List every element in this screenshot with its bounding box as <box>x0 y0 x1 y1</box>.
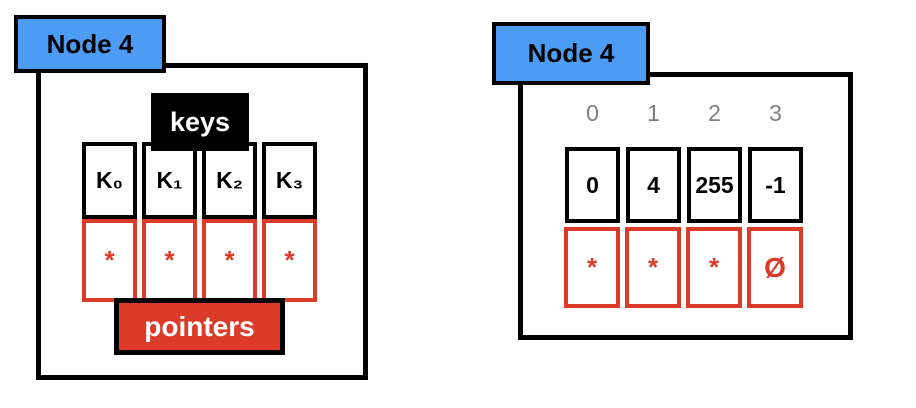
key-cell-value: K₀ <box>96 167 123 193</box>
pointer-asterisk: * <box>104 245 115 275</box>
key-cell-value: K₃ <box>275 167 304 193</box>
key-cell: 0 <box>565 147 620 223</box>
pointers-label-badge: pointers <box>114 298 285 355</box>
pointer-asterisk: * <box>708 252 720 282</box>
key-cell: K₁ <box>142 142 197 219</box>
key-cell: K₂ <box>202 142 257 219</box>
left-node-title: Node 4 <box>46 28 134 59</box>
pointer-cell: * <box>82 219 137 302</box>
index-label: 3 <box>769 99 782 126</box>
key-cell-value: 0 <box>586 171 599 198</box>
right-keys-row: 0 4 255 -1 <box>565 147 803 223</box>
pointer-asterisk: * <box>647 252 659 282</box>
null-pointer-symbol: Ø <box>764 251 786 283</box>
index-label: 0 <box>586 99 599 126</box>
key-cell-value: 4 <box>647 171 660 198</box>
pointer-cell: * <box>262 219 317 302</box>
key-cell: 255 <box>687 147 742 223</box>
key-cell: K₀ <box>82 142 137 219</box>
keys-label-badge: keys <box>151 93 249 151</box>
pointer-asterisk: * <box>224 245 235 275</box>
left-keys-row: K₀ K₁ K₂ K₃ <box>82 142 317 219</box>
pointer-asterisk: * <box>284 245 295 275</box>
left-node-title-badge: Node 4 <box>14 15 166 73</box>
pointer-asterisk: * <box>586 252 598 282</box>
keys-label: keys <box>169 106 231 137</box>
left-pointers-row: * * * * <box>82 219 317 302</box>
right-pointers-row: * * * Ø <box>564 227 803 308</box>
pointer-cell: * <box>686 227 742 308</box>
right-node-title-badge: Node 4 <box>492 22 650 85</box>
key-cell-value: -1 <box>765 171 786 198</box>
key-cell-value: K₁ <box>156 167 183 193</box>
pointer-cell: * <box>625 227 681 308</box>
pointers-label: pointers <box>144 310 255 342</box>
right-index-row: 0 1 2 3 <box>565 98 803 128</box>
index-label: 2 <box>708 99 721 126</box>
pointer-cell: * <box>142 219 197 302</box>
index-label: 1 <box>647 99 660 126</box>
key-cell: K₃ <box>262 142 317 219</box>
key-cell-value: 255 <box>695 171 734 198</box>
pointer-asterisk: * <box>164 245 175 275</box>
pointer-cell: Ø <box>747 227 803 308</box>
key-cell-value: K₂ <box>216 167 243 193</box>
pointer-cell: * <box>564 227 620 308</box>
pointer-cell: * <box>202 219 257 302</box>
key-cell: 4 <box>626 147 681 223</box>
right-node-title: Node 4 <box>527 38 615 68</box>
key-cell: -1 <box>748 147 803 223</box>
